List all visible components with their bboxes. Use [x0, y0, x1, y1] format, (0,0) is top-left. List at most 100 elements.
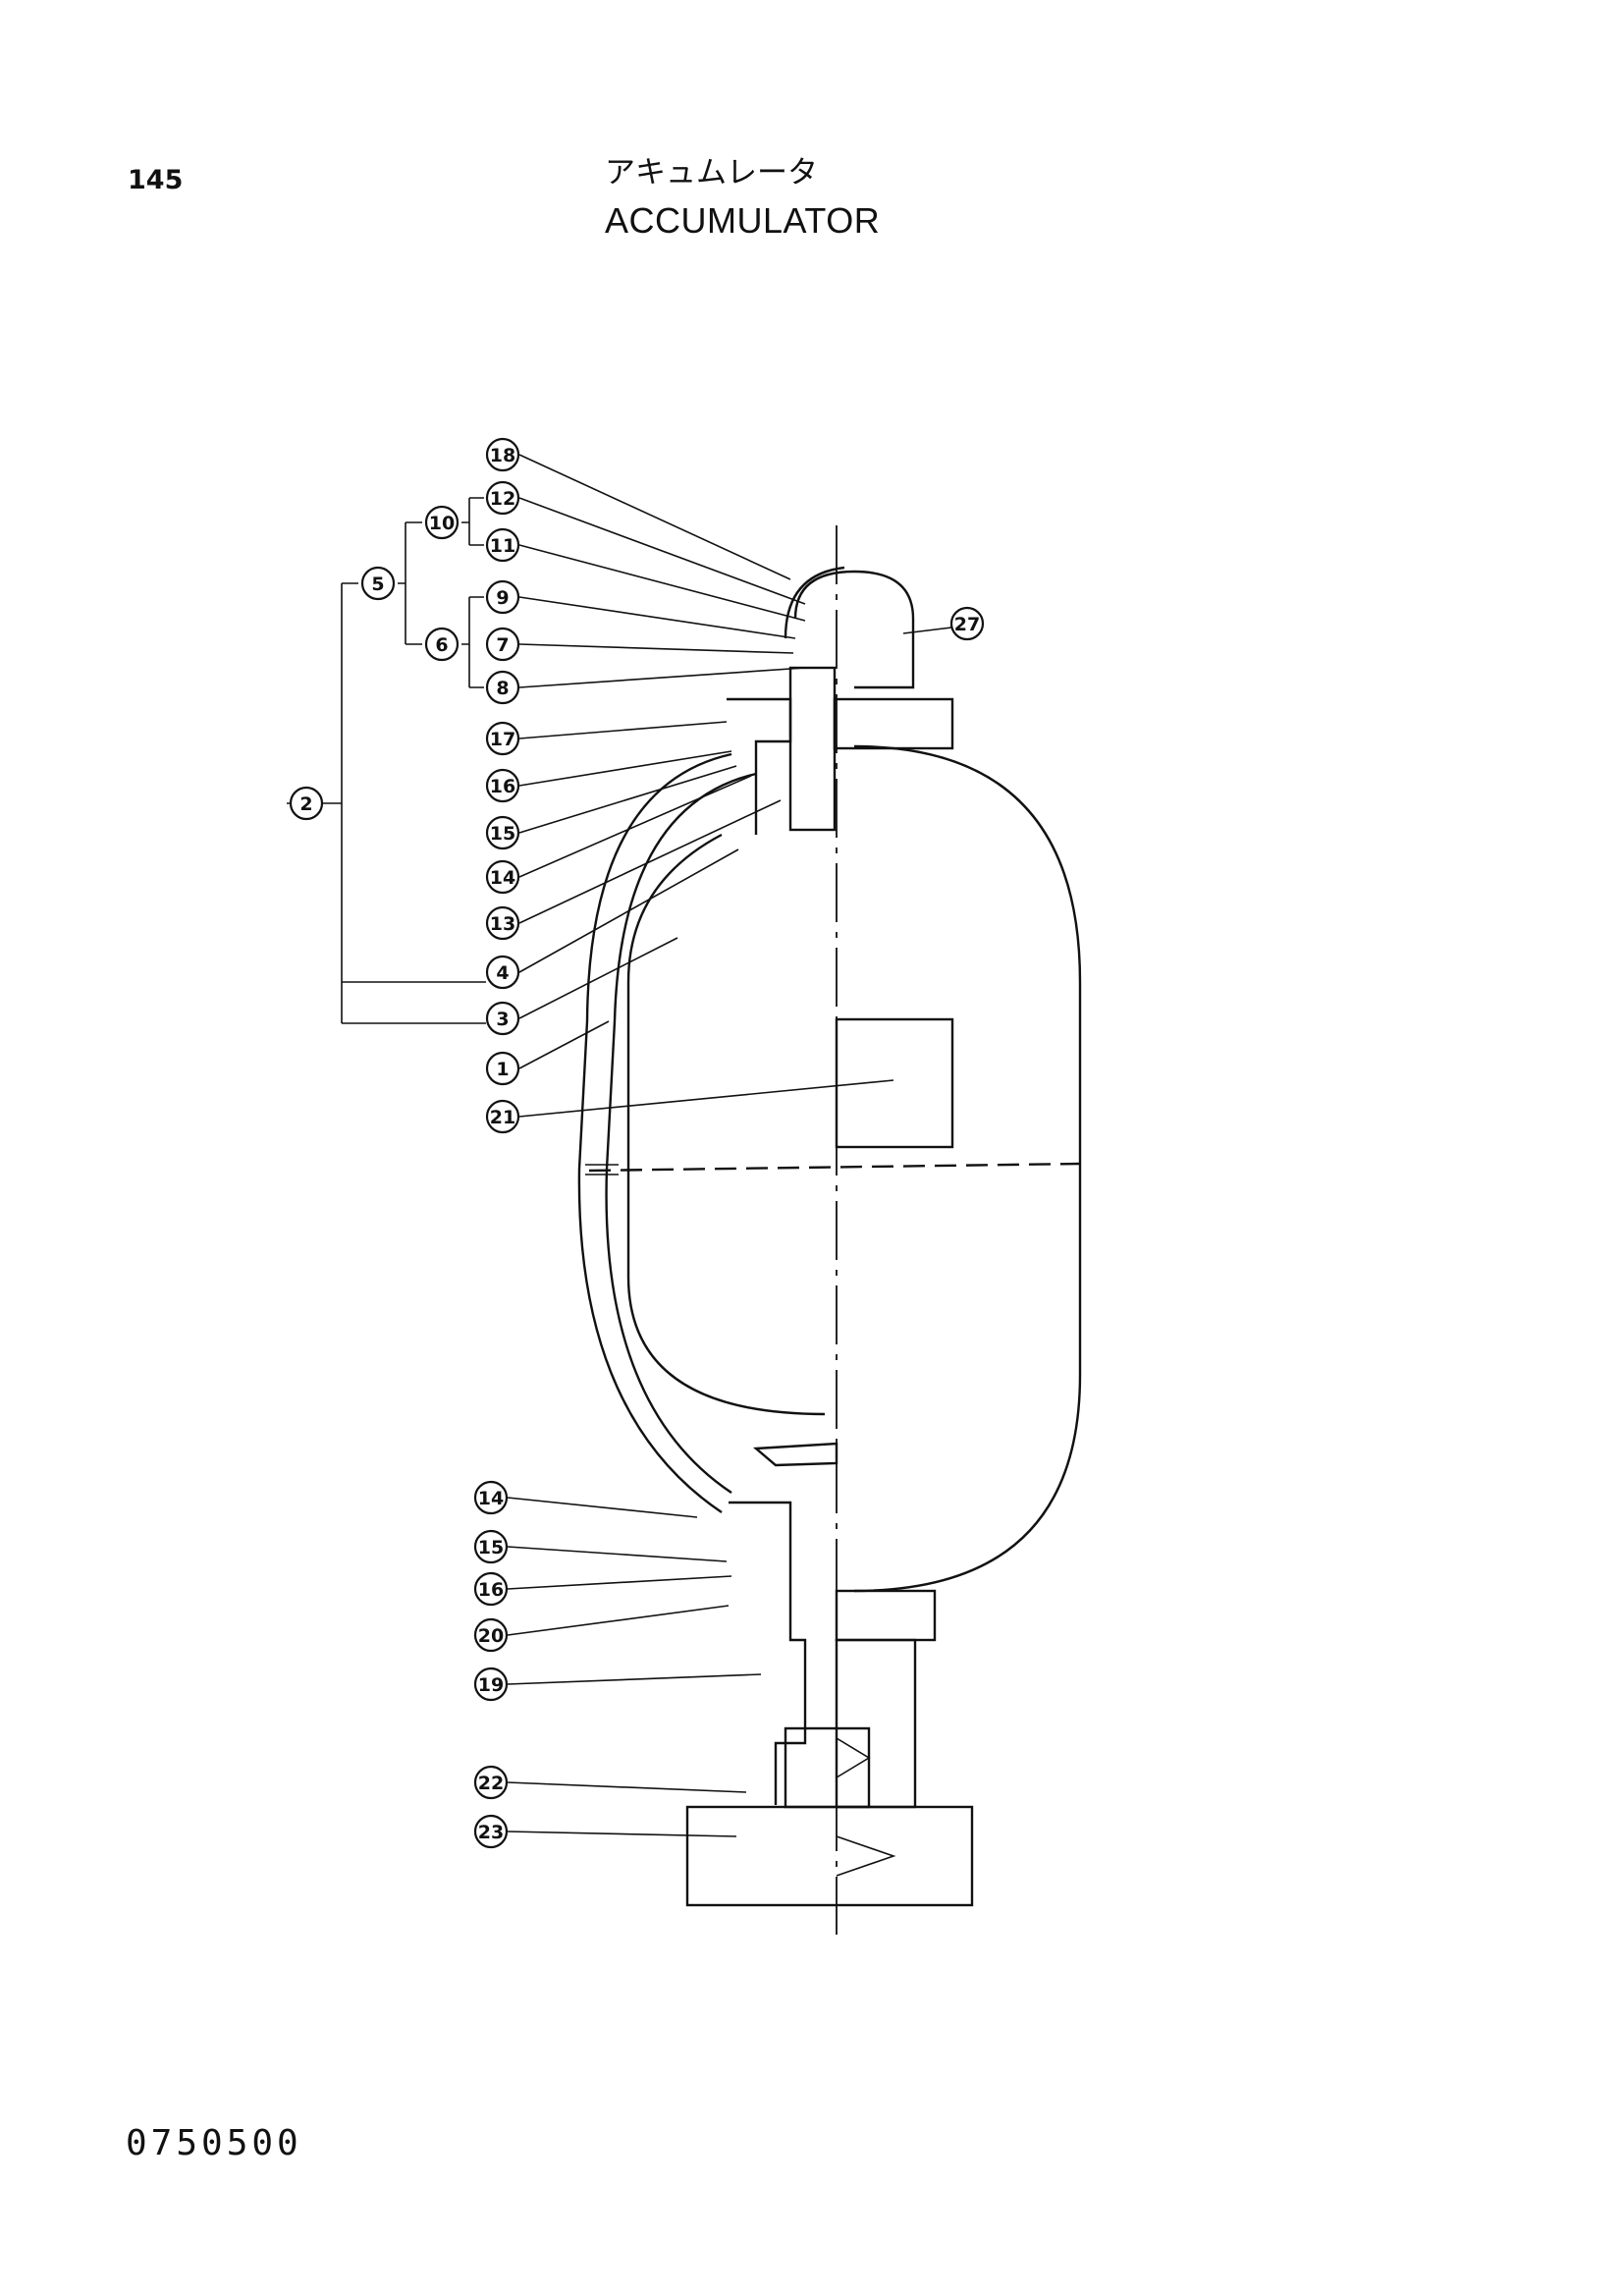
- callout-label: 12: [490, 488, 515, 510]
- callout-label: 15: [478, 1537, 504, 1558]
- top-nut: [833, 697, 954, 750]
- leader-line: [518, 1020, 610, 1069]
- callout-17: 17: [485, 721, 520, 756]
- callout-16: 16: [485, 768, 520, 803]
- callout-18: 18: [485, 437, 520, 472]
- callout-22: 22: [473, 1765, 509, 1800]
- callout-23: 23: [473, 1814, 509, 1849]
- leader-line: [518, 544, 806, 622]
- leader-line: [507, 1673, 762, 1685]
- callout-label: 1: [496, 1059, 509, 1080]
- callout-label: 14: [490, 867, 515, 889]
- base-flange: [685, 1805, 974, 1907]
- callout-label: 17: [490, 729, 515, 750]
- callout-label: 8: [496, 678, 509, 699]
- leader-line: [518, 497, 806, 605]
- callout-label: 20: [478, 1625, 504, 1647]
- page-number: 145: [128, 165, 184, 195]
- wrench-flat-a: [836, 1737, 871, 1778]
- callout-14: 14: [473, 1480, 509, 1515]
- poppet: [752, 1442, 839, 1467]
- callout-label: 16: [490, 776, 515, 797]
- callout-1: 1: [485, 1051, 520, 1086]
- shell-left-outer: [577, 752, 732, 1513]
- callout-15: 15: [485, 815, 520, 850]
- leader-line: [507, 1497, 698, 1518]
- callout-11: 11: [485, 527, 520, 563]
- callout-bracket: [461, 596, 484, 688]
- shell-left-inner: [605, 772, 757, 1494]
- callout-label: 7: [496, 634, 509, 656]
- leader-line: [507, 1781, 747, 1793]
- callout-label: 2: [299, 793, 312, 815]
- leader-line: [518, 667, 806, 688]
- callout-12: 12: [485, 480, 520, 516]
- callout-label: 19: [478, 1674, 504, 1696]
- callout-label: 21: [490, 1107, 515, 1128]
- callout-13: 13: [485, 905, 520, 941]
- callout-6: 6: [424, 627, 460, 662]
- callout-label: 15: [490, 823, 515, 845]
- callout-label: 5: [371, 574, 384, 595]
- callout-27: 27: [949, 606, 985, 641]
- callout-20: 20: [473, 1617, 509, 1653]
- document-code: 0750500: [126, 2123, 302, 2163]
- leader-line: [518, 775, 752, 878]
- gas-valve-cap: [793, 570, 915, 689]
- callout-label: 27: [954, 614, 980, 635]
- callout-14: 14: [485, 859, 520, 895]
- callout-15: 15: [473, 1529, 509, 1564]
- callout-5: 5: [360, 566, 396, 601]
- callout-21: 21: [485, 1099, 520, 1134]
- leader-line: [518, 937, 678, 1019]
- leader-line: [507, 1575, 732, 1590]
- callout-3: 3: [485, 1001, 520, 1036]
- leader-line: [518, 848, 739, 973]
- leader-line: [518, 765, 737, 834]
- callout-8: 8: [485, 670, 520, 705]
- callout-label: 6: [435, 634, 448, 656]
- leader-line: [507, 1605, 730, 1636]
- callout-9: 9: [485, 579, 520, 615]
- callout-label: 4: [496, 962, 509, 984]
- cap-guard: [784, 566, 845, 639]
- shell-right: [853, 744, 1082, 1593]
- callout-label: 13: [490, 913, 515, 935]
- callout-label: 16: [478, 1579, 504, 1601]
- name-plate: [835, 1017, 954, 1149]
- callout-19: 19: [473, 1667, 509, 1702]
- leader-line: [518, 643, 794, 654]
- section-break: [588, 1162, 1081, 1173]
- callout-label: 14: [478, 1488, 504, 1509]
- callout-4: 4: [485, 955, 520, 990]
- callout-label: 18: [490, 445, 515, 466]
- callout-label: 10: [429, 513, 455, 534]
- top-seat: [727, 697, 792, 835]
- leader-line: [518, 721, 728, 739]
- title-english: ACCUMULATOR: [605, 200, 881, 241]
- callout-label: 11: [490, 535, 515, 557]
- callout-bracket: [398, 521, 422, 645]
- wrench-flat-b: [836, 1835, 896, 1877]
- callout-7: 7: [485, 627, 520, 662]
- callout-label: 9: [496, 587, 509, 609]
- leader-line: [518, 454, 791, 580]
- title-japanese: アキュムレータ: [605, 155, 818, 191]
- callout-16: 16: [473, 1571, 509, 1607]
- callout-bracket: [461, 497, 484, 546]
- leader-line: [518, 799, 782, 924]
- oil-port-body: [729, 1501, 807, 1805]
- leader-line: [518, 596, 796, 639]
- leader-line: [518, 1079, 894, 1118]
- leader-line: [507, 1831, 737, 1837]
- callout-10: 10: [424, 505, 460, 540]
- bladder: [626, 833, 826, 1416]
- callout-label: 22: [478, 1773, 504, 1794]
- callout-label: 23: [478, 1822, 504, 1843]
- callout-label: 3: [496, 1009, 509, 1030]
- callout-2: 2: [289, 786, 324, 821]
- leader-line: [507, 1546, 728, 1562]
- leader-line: [518, 750, 732, 787]
